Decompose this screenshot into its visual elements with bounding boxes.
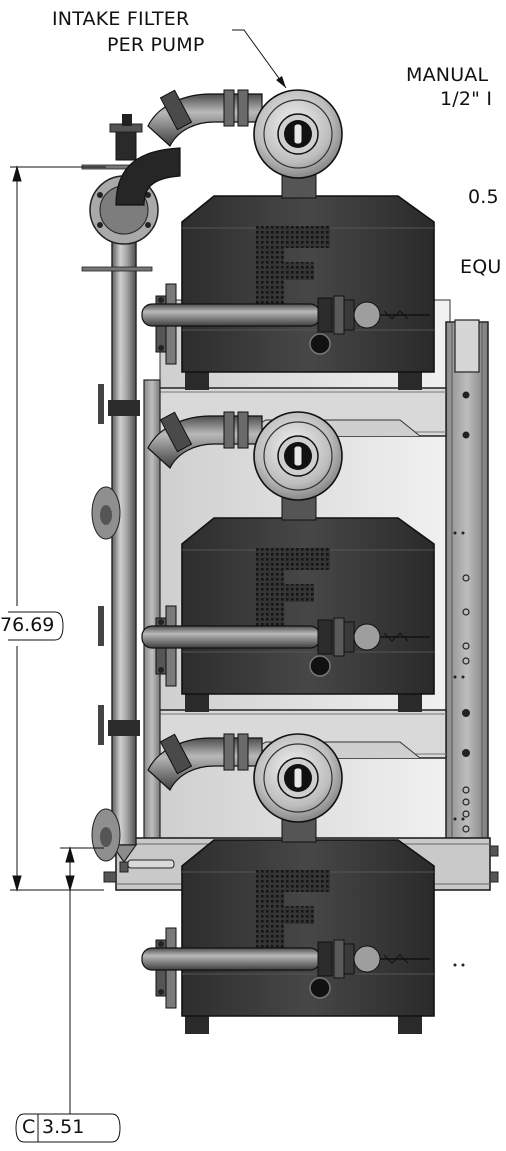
pump-modules bbox=[141, 89, 435, 1034]
manual-label-line2: 1/2" I bbox=[440, 88, 493, 110]
drain-plug bbox=[309, 333, 331, 355]
discharge-pipe bbox=[141, 947, 321, 971]
frame-post-right bbox=[445, 319, 489, 967]
intake-filter-leader-arrow bbox=[276, 76, 286, 88]
discharge-pipe bbox=[141, 625, 321, 649]
discharge-pipe bbox=[141, 303, 321, 327]
manifold-top-assembly bbox=[89, 114, 181, 245]
overall-height-value: 76.69 bbox=[0, 614, 55, 636]
vertical-manifold bbox=[81, 164, 175, 873]
vent-grid bbox=[256, 870, 284, 950]
pump-bottom bbox=[141, 733, 435, 1034]
vent-grid bbox=[256, 548, 284, 628]
manual-label-line1: MANUAL bbox=[406, 64, 489, 86]
base-height-prefix: C bbox=[22, 1116, 36, 1138]
pump-motor-body bbox=[181, 195, 435, 373]
overall-height-dimension bbox=[8, 165, 106, 892]
pump-middle bbox=[141, 411, 435, 712]
base-height-value: 3.51 bbox=[42, 1116, 85, 1138]
intake-filter-leader bbox=[232, 29, 287, 89]
pump-motor-body bbox=[181, 839, 435, 1017]
pump-top bbox=[141, 89, 435, 390]
vent-grid bbox=[256, 226, 284, 306]
equ-partial-label: EQU bbox=[460, 256, 502, 278]
intake-filter-label-line2: PER PUMP bbox=[107, 34, 205, 56]
partial-value-label: 0.5 bbox=[468, 186, 499, 208]
intake-filter-label-line1: INTAKE FILTER bbox=[52, 8, 190, 30]
drain-plug bbox=[309, 977, 331, 999]
base-height-dimension bbox=[15, 846, 121, 1143]
drain-plug bbox=[309, 655, 331, 677]
pump-motor-body bbox=[181, 517, 435, 695]
